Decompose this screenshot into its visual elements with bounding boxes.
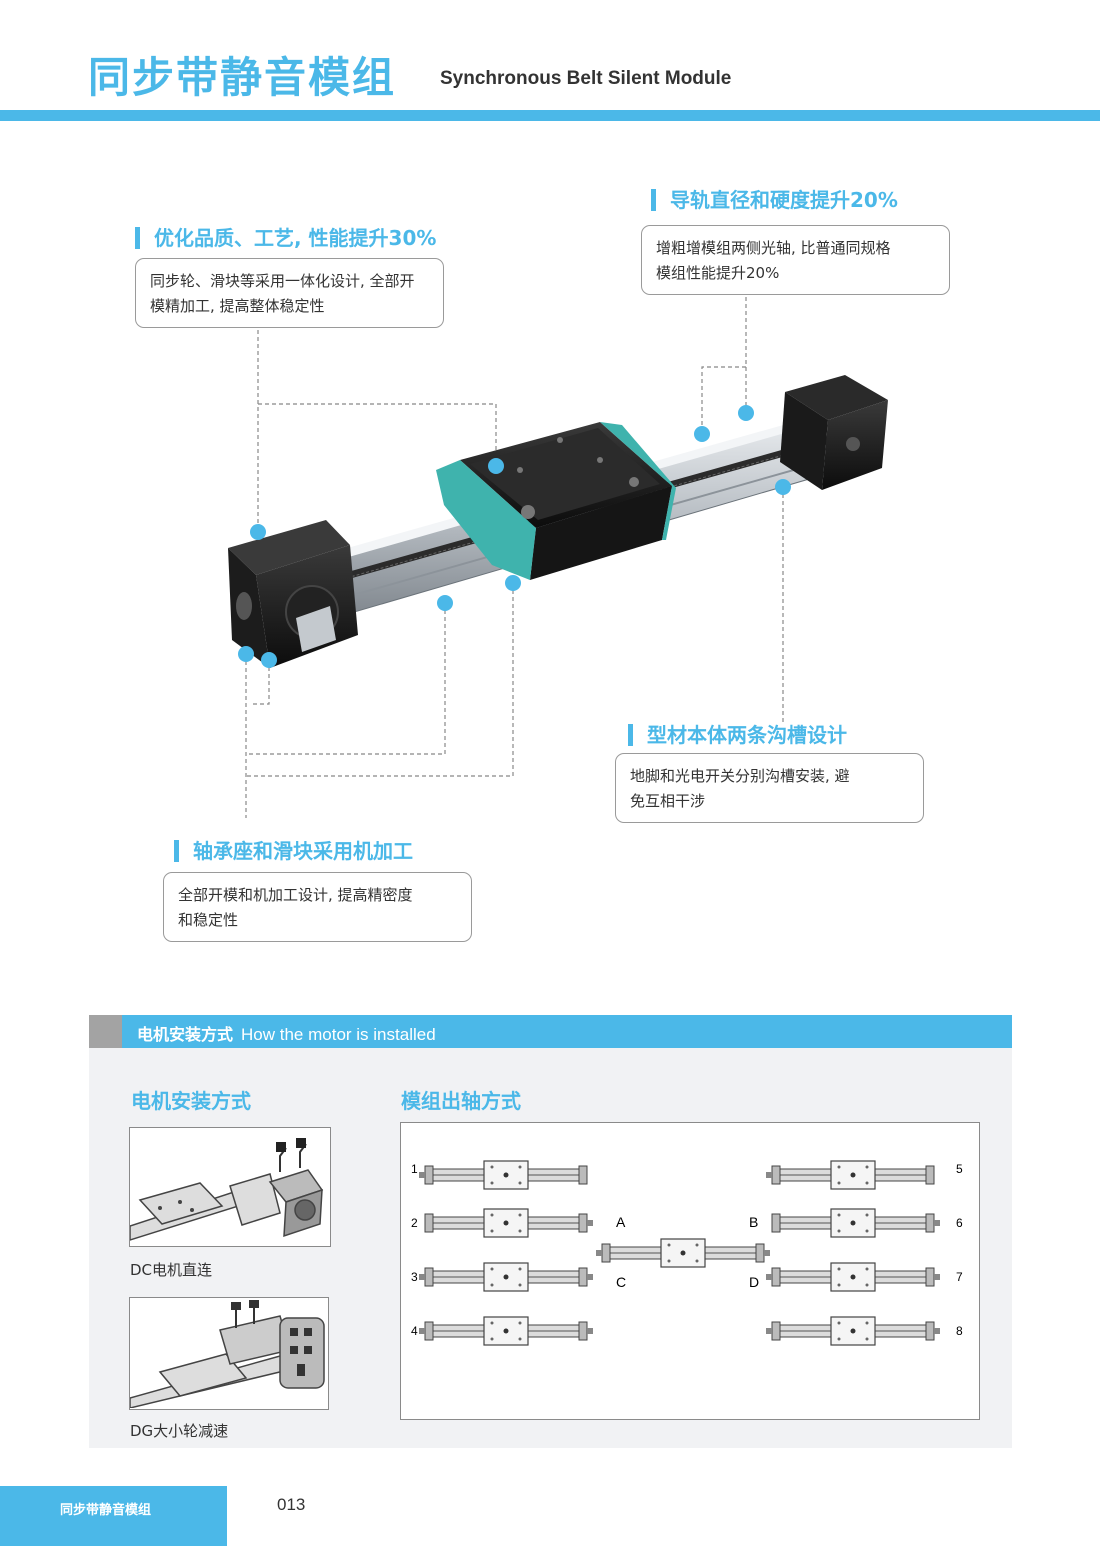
left-end-block <box>228 520 358 668</box>
shaft-number-1: 1 <box>411 1162 418 1176</box>
feature-line: 免互相干涉 <box>630 792 706 810</box>
shaft-module-left-3 <box>419 1262 593 1292</box>
dc-direct-caption: DC电机直连 <box>130 1261 213 1279</box>
feature-box-quality: 同步轮、滑块等采用一体化设计, 全部开 模精加工, 提高整体稳定性 <box>135 258 444 328</box>
output-shaft-drawing: 1 2 3 4 5 6 7 8 A B C D <box>411 1160 963 1346</box>
shaft-number-8: 8 <box>956 1324 963 1338</box>
dg-reduction-caption: DG大小轮减速 <box>130 1422 229 1440</box>
feature-line: 模精加工, 提高整体稳定性 <box>150 297 325 315</box>
shaft-label-c: C <box>616 1274 626 1290</box>
dc-direct-image <box>129 1127 331 1247</box>
shaft-module-left-4 <box>419 1316 593 1346</box>
shaft-module-right-8 <box>766 1316 940 1346</box>
shaft-label-d: D <box>749 1274 759 1290</box>
feature-line: 模组性能提升20% <box>656 264 780 282</box>
shaft-number-4: 4 <box>411 1324 418 1338</box>
shaft-number-2: 2 <box>411 1216 418 1230</box>
footer-bar <box>0 1486 227 1546</box>
shaft-label-a: A <box>616 1214 626 1230</box>
shaft-module-right-5 <box>766 1160 935 1190</box>
page-subtitle: Synchronous Belt Silent Module <box>440 68 732 89</box>
feature-line: 和稳定性 <box>178 911 239 929</box>
shaft-label-b: B <box>749 1214 758 1230</box>
feature-line: 地脚和光电开关分别沟槽安装, 避 <box>630 767 850 785</box>
page-number: 013 <box>277 1495 306 1514</box>
shaft-number-3: 3 <box>411 1270 418 1284</box>
right-end-block <box>780 375 888 490</box>
motor-install-title: 电机安装方式 <box>131 1089 251 1113</box>
shaft-number-7: 7 <box>956 1270 963 1284</box>
section-label-en: How the motor is installed <box>241 1025 436 1044</box>
section-bar-label: 电机安装方式 How the motor is installed <box>137 1021 436 1045</box>
feature-line: 同步轮、滑块等采用一体化设计, 全部开 <box>150 272 415 290</box>
highlight-dots <box>238 405 791 668</box>
product-diagram <box>228 297 888 818</box>
output-shaft-diagram: 1 2 3 4 5 6 7 8 A B C D <box>400 1122 980 1420</box>
output-shaft-title: 模组出轴方式 <box>401 1089 521 1113</box>
feature-line: 全部开模和机加工设计, 提高精密度 <box>178 886 413 904</box>
shaft-module-right-7 <box>766 1262 940 1292</box>
page-title: 同步带静音模组 <box>88 53 397 102</box>
shaft-module-right-6 <box>771 1208 940 1238</box>
feature-title-groove: 型材本体两条沟槽设计 <box>628 724 847 746</box>
shaft-number-5: 5 <box>956 1162 963 1176</box>
header-bar <box>0 110 1100 121</box>
dc-direct-drawing <box>129 1138 324 1242</box>
feature-box-guide-rail: 增粗增模组两侧光轴, 比普通同规格 模组性能提升20% <box>641 225 950 295</box>
feature-title-machining: 轴承座和滑块采用机加工 <box>174 840 413 862</box>
feature-box-groove: 地脚和光电开关分别沟槽安装, 避 免互相干涉 <box>615 753 924 823</box>
dg-reduction-drawing <box>129 1300 325 1409</box>
feature-line: 增粗增模组两侧光轴, 比普通同规格 <box>656 239 891 257</box>
feature-title-guide-rail: 导轨直径和硬度提升20% <box>651 189 898 211</box>
dg-reduction-image <box>129 1297 329 1410</box>
section-label-cn: 电机安装方式 <box>137 1025 234 1044</box>
shaft-number-6: 6 <box>956 1216 963 1230</box>
leader-lines <box>245 297 784 818</box>
shaft-module-left-2 <box>424 1208 593 1238</box>
feature-box-machining: 全部开模和机加工设计, 提高精密度 和稳定性 <box>163 872 472 942</box>
section-bar-marker <box>89 1015 122 1048</box>
feature-title-quality: 优化品质、工艺, 性能提升30% <box>135 227 436 249</box>
carriage <box>436 422 676 580</box>
shaft-modules <box>419 1160 940 1346</box>
section-bar: 电机安装方式 How the motor is installed <box>89 1015 1012 1048</box>
shaft-module-left-1 <box>419 1160 588 1190</box>
footer-label: 同步带静音模组 <box>60 1503 152 1518</box>
shaft-module-center <box>596 1238 770 1268</box>
